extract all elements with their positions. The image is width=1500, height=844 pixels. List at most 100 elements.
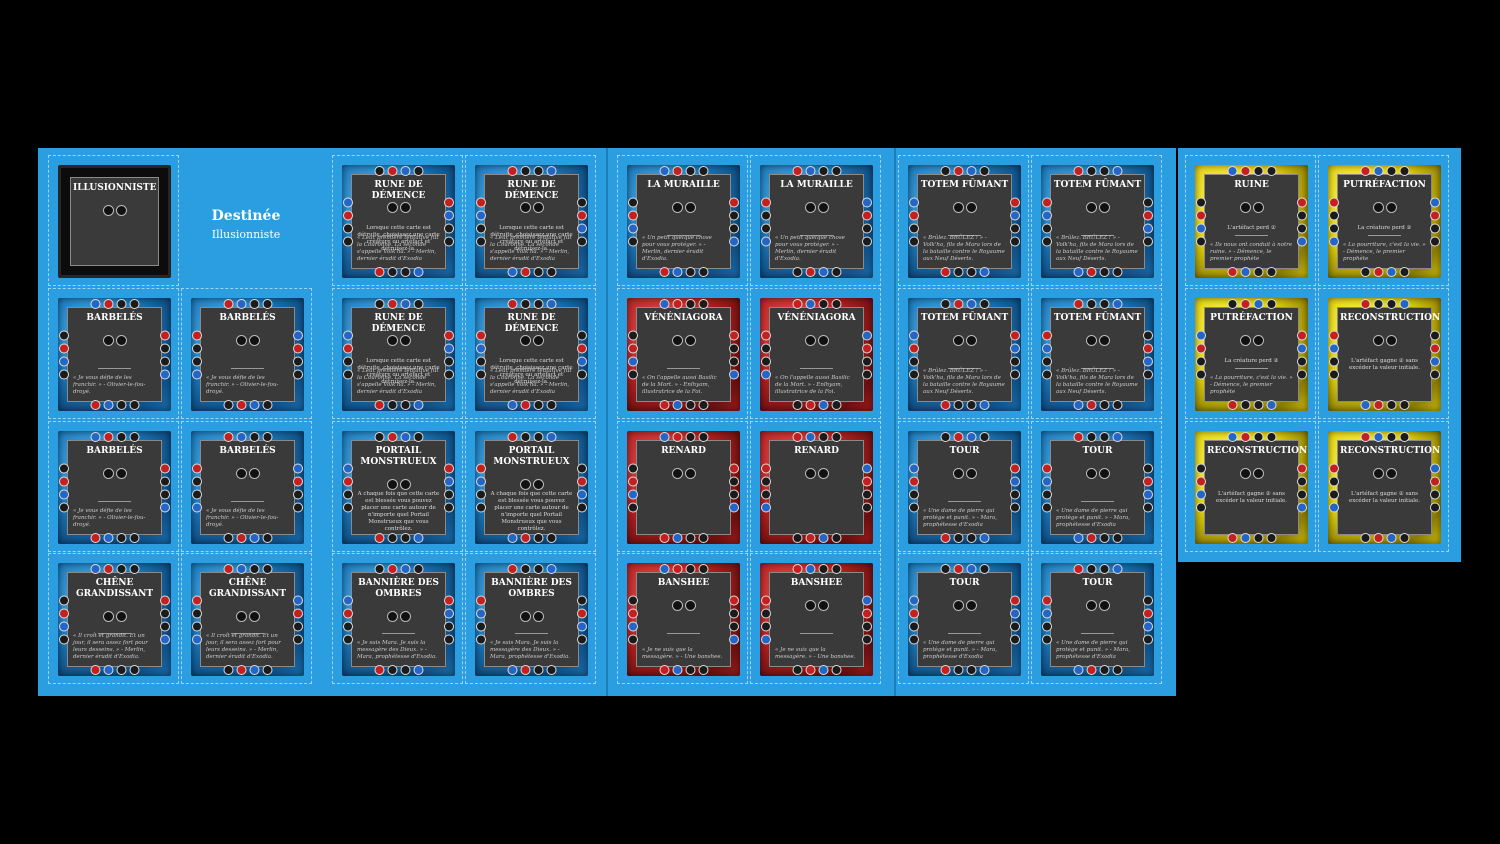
game-card[interactable]: RENARD: [627, 431, 740, 544]
game-card[interactable]: LA MURAILLE« Un petit quelque chose pour…: [627, 165, 740, 278]
stat-gem-icon: [160, 489, 170, 499]
stat-gem-icon: [507, 665, 517, 675]
game-card[interactable]: TOUR« Une dame de pierre qui protège et …: [908, 563, 1021, 676]
game-card[interactable]: TOTEM FÛMANT« Brûlez. BRÛLEZ ! » - Volk'…: [908, 298, 1021, 411]
stat-defense-icon: [248, 611, 260, 622]
card-stats: [485, 202, 578, 213]
stat-gem-icon: [116, 299, 126, 309]
stat-defense-icon: [1098, 202, 1110, 213]
game-card[interactable]: BANNIÈRE DES OMBRES« Je suis Mara. Je su…: [475, 563, 588, 676]
game-card[interactable]: BANSHEE« Je ne suis que la messagère. » …: [627, 563, 740, 676]
gem-row-bot: [90, 400, 139, 410]
card-flavor-text: « La pourriture, c'est la vie. » - Démen…: [1210, 375, 1293, 395]
stat-gem-icon: [507, 299, 517, 309]
card-face: BANNIÈRE DES OMBRES« Je suis Mara. Je su…: [351, 572, 446, 667]
stat-gem-icon: [546, 665, 556, 675]
card-slot: TOUR« Une dame de pierre qui protège et …: [898, 421, 1029, 552]
stat-gem-icon: [862, 634, 872, 644]
card-stats: [201, 611, 294, 622]
card-divider: [1081, 633, 1114, 634]
game-card[interactable]: BARBELÉS« Je vous défie de les franchir.…: [58, 298, 171, 411]
game-card[interactable]: BARBELÉS« Je vous défie de les franchir.…: [191, 298, 304, 411]
stat-gem-icon: [160, 634, 170, 644]
stat-gem-icon: [520, 665, 530, 675]
stat-gem-icon: [966, 267, 976, 277]
game-card[interactable]: TOUR« Une dame de pierre qui protège et …: [1041, 431, 1154, 544]
game-card[interactable]: TOUR« Une dame de pierre qui protège et …: [908, 431, 1021, 544]
stat-gem-icon: [1010, 595, 1020, 605]
card-title: BARBELÉS: [86, 313, 143, 323]
stat-gem-icon: [1297, 356, 1307, 366]
stat-gem-icon: [818, 564, 828, 574]
stat-gem-icon: [628, 330, 638, 340]
game-card[interactable]: TOTEM FÛMANT« Brûlez. BRÛLEZ ! » - Volk'…: [1041, 165, 1154, 278]
card-face: BARBELÉS« Je vous défie de les franchir.…: [200, 440, 295, 535]
game-card[interactable]: BARBELÉS« Je vous défie de les franchir.…: [191, 431, 304, 544]
game-card[interactable]: TOTEM FÛMANT« Brûlez. BRÛLEZ ! » - Volk'…: [1041, 298, 1154, 411]
gem-row-lft: [761, 595, 771, 644]
stat-gem-icon: [979, 400, 989, 410]
game-card[interactable]: TOTEM FÛMANT« Brûlez. BRÛLEZ ! » - Volk'…: [908, 165, 1021, 278]
game-card[interactable]: BARBELÉS« Je vous défie de les franchir.…: [58, 431, 171, 544]
game-card[interactable]: VÉNÉNIAGORA« On l'appelle aussi Basilic …: [760, 298, 873, 411]
game-card[interactable]: LA MURAILLE« Un petit quelque chose pour…: [760, 165, 873, 278]
stat-gem-icon: [909, 236, 919, 246]
stat-gem-icon: [223, 564, 233, 574]
game-card[interactable]: ILLUSIONNISTE: [58, 165, 171, 278]
card-divider: [98, 633, 131, 634]
game-card[interactable]: VÉNÉNIAGORA« On l'appelle aussi Basilic …: [627, 298, 740, 411]
stat-gem-icon: [966, 564, 976, 574]
stat-gem-icon: [1143, 621, 1153, 631]
stat-gem-icon: [192, 502, 202, 512]
stat-gem-icon: [1073, 400, 1083, 410]
stat-gem-icon: [1112, 564, 1122, 574]
game-card[interactable]: BANSHEE« Je ne suis que la messagère. » …: [760, 563, 873, 676]
stat-gem-icon: [909, 476, 919, 486]
gem-row-rgt: [862, 595, 872, 644]
card-slot: LA MURAILLE« Un petit quelque chose pour…: [617, 155, 748, 286]
stat-gem-icon: [343, 223, 353, 233]
card-stats: [637, 202, 730, 213]
stat-gem-icon: [628, 356, 638, 366]
stat-defense-icon: [532, 202, 544, 213]
card-flavor-text: « Un petit quelque chose pour vous proté…: [642, 235, 712, 262]
stat-gem-icon: [293, 476, 303, 486]
stat-gem-icon: [672, 533, 682, 543]
game-card[interactable]: CHÊNE GRANDISSANT« Il croît et grandit. …: [58, 563, 171, 676]
game-card[interactable]: BANNIÈRE DES OMBRES« Je suis Mara. Je su…: [342, 563, 455, 676]
stat-gem-icon: [698, 533, 708, 543]
stat-gem-icon: [116, 533, 126, 543]
game-card[interactable]: TOUR« Une dame de pierre qui protège et …: [1041, 563, 1154, 676]
card-stats: [1338, 202, 1431, 213]
stat-gem-icon: [577, 343, 587, 353]
stat-gem-icon: [192, 463, 202, 473]
stat-gem-icon: [1329, 369, 1339, 379]
stat-gem-icon: [577, 634, 587, 644]
stat-gem-icon: [628, 595, 638, 605]
game-card[interactable]: RENARD: [760, 431, 873, 544]
game-card[interactable]: CHÊNE GRANDISSANT« Il croît et grandit. …: [191, 563, 304, 676]
gem-row-bot: [1227, 533, 1276, 543]
stat-gem-icon: [1143, 502, 1153, 512]
stat-defense-icon: [817, 202, 829, 213]
stat-gem-icon: [966, 533, 976, 543]
stat-gem-icon: [729, 343, 739, 353]
stat-gem-icon: [685, 432, 695, 442]
stat-gem-icon: [444, 608, 454, 618]
stat-gem-icon: [672, 299, 682, 309]
stat-gem-icon: [577, 210, 587, 220]
